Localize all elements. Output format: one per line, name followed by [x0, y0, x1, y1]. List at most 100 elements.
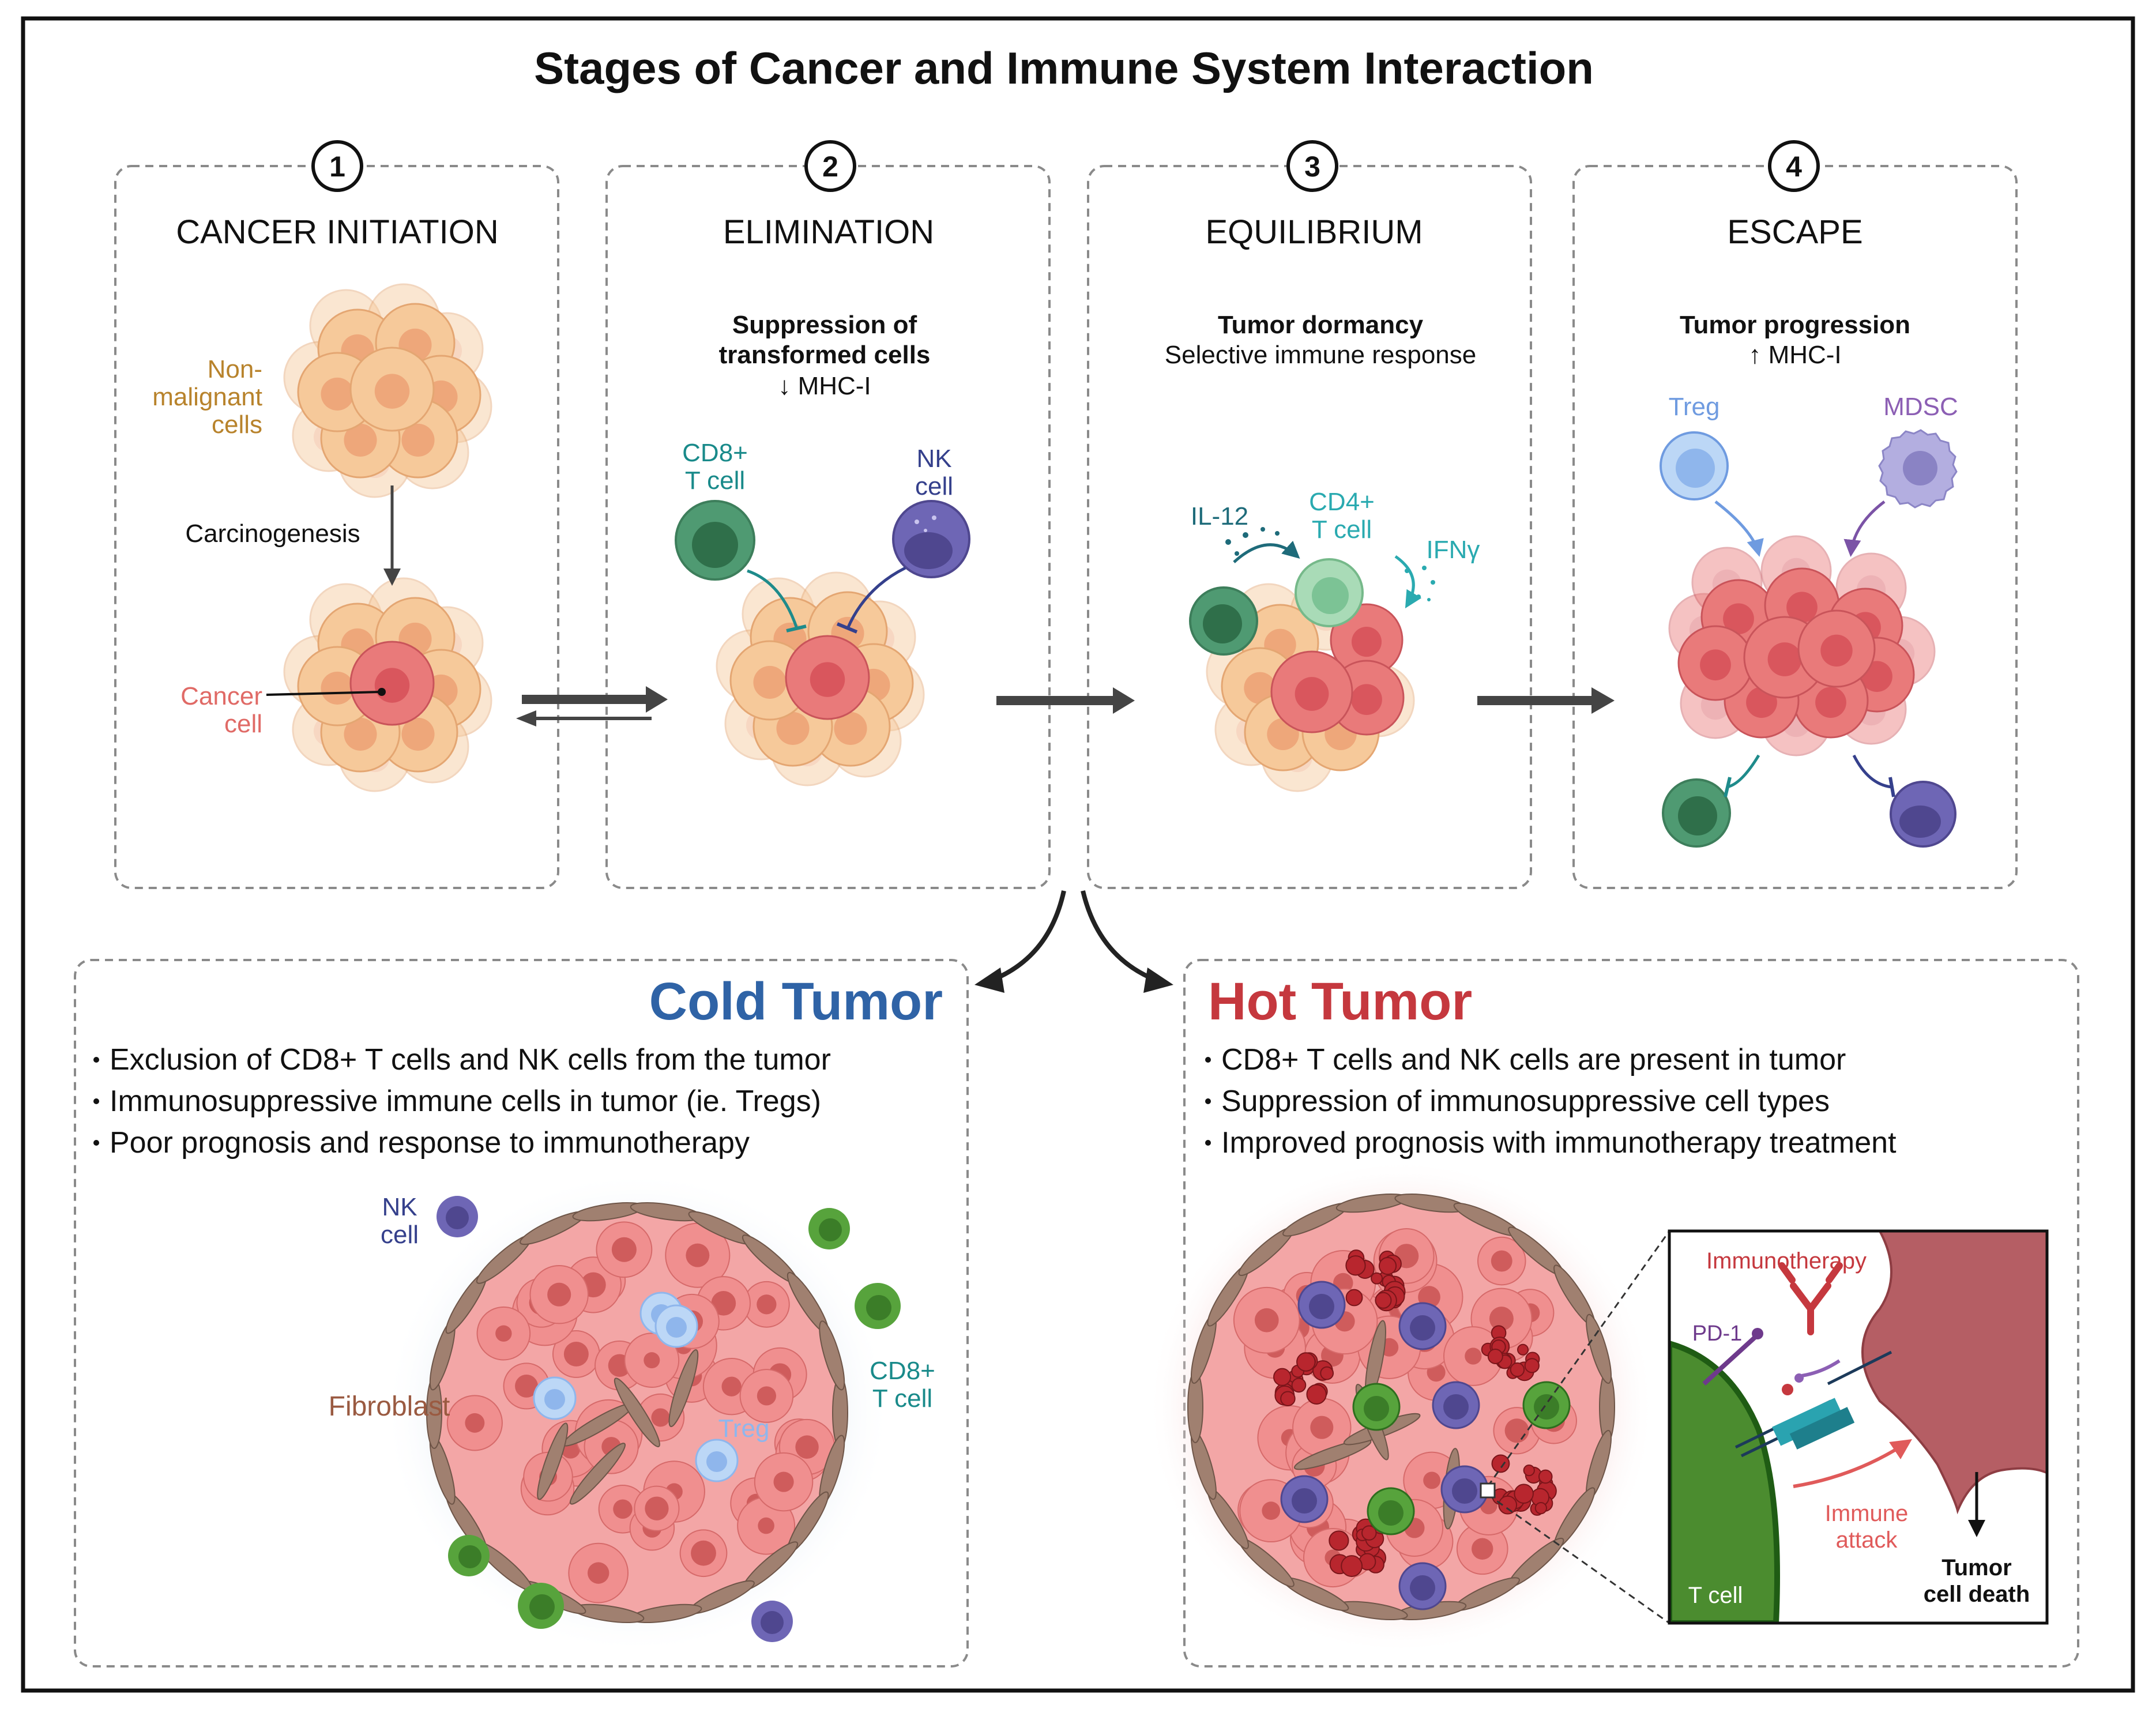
cold-outside-cells	[437, 1196, 901, 1642]
cold-treg-label: Treg	[718, 1414, 770, 1443]
stage1-tumor-cluster	[283, 577, 492, 792]
stage-name-3: EQUILIBRIUM	[1205, 213, 1423, 251]
hot-branch-arrow	[1081, 890, 1157, 983]
nk-inhibition-line	[846, 566, 906, 629]
stage2-nk-label-2: cell	[915, 472, 953, 500]
inset-t-cell	[1669, 1340, 1780, 1623]
treg-arrow	[1714, 500, 1764, 557]
tumor-nucleus	[773, 1471, 794, 1492]
stage4-tumor-cluster	[1668, 535, 1936, 756]
dying-cell-fragment	[1345, 1289, 1363, 1307]
tumor-death-label-1: Tumor	[1941, 1555, 2011, 1580]
stage4-cd8-tcell	[1662, 778, 1731, 848]
zoom-line-top	[1487, 1230, 1670, 1487]
fibroblast-label: Fibroblast	[329, 1391, 450, 1422]
cancer-cell	[1330, 603, 1404, 677]
tumor-nucleus	[645, 1496, 669, 1520]
dying-cell-fragment	[1329, 1530, 1349, 1551]
tumor-nucleus	[758, 1517, 774, 1534]
tumor-nucleus	[1310, 1416, 1334, 1439]
tumor-nucleus	[1491, 1250, 1512, 1272]
carcinogenesis-label: Carcinogenesis	[185, 520, 360, 548]
stage4-nk-cell	[1890, 781, 1956, 848]
fibroblast	[1293, 1439, 1372, 1470]
tumor-nucleus	[1423, 1471, 1441, 1489]
stage-panel-2	[605, 165, 1051, 889]
nonmalignant-label-3: cells	[212, 411, 262, 439]
zoom-box	[1480, 1482, 1496, 1499]
stage1-nonmalignant-cluster	[283, 283, 492, 498]
cold-tregs	[533, 1292, 739, 1482]
tumor-nucleus	[691, 1540, 716, 1566]
dying-cell-fragment	[1498, 1495, 1518, 1515]
tcr-mhc-complex	[1734, 1350, 1892, 1458]
zoom-line-bottom	[1487, 1493, 1670, 1624]
stage-badges: 1 2 3 4	[311, 140, 1820, 192]
dying-cell-fragment	[1538, 1469, 1553, 1484]
stage-name-4: ESCAPE	[1727, 213, 1862, 251]
fibroblast	[1586, 1313, 1612, 1384]
cold-nk-label-1: NK	[382, 1193, 417, 1221]
tumor-nucleus	[611, 1237, 637, 1262]
hot-immune-cells	[1280, 1281, 1571, 1610]
ifng-dots	[1405, 566, 1435, 601]
cancer-cell-label-2: cell	[224, 710, 262, 738]
hot-title: Hot Tumor	[1208, 972, 1472, 1031]
tumor-nucleus	[563, 1341, 589, 1367]
immune-attack-label-1: Immune	[1825, 1501, 1909, 1526]
tumor-nucleus	[757, 1386, 777, 1406]
pd1-label: PD-1	[1692, 1322, 1743, 1346]
cold-bullet-dots	[93, 1057, 99, 1146]
nonmalignant-label-2: malignant	[152, 383, 262, 411]
cold-bullet-1: Exclusion of CD8+ T cells and NK cells f…	[110, 1043, 831, 1076]
stage-badge-3: 3	[1286, 140, 1338, 192]
tumor-nucleus	[1262, 1501, 1281, 1520]
hot-bullet-3: Improved prognosis with immunotherapy tr…	[1221, 1126, 1897, 1160]
tumor-nucleus	[465, 1413, 485, 1433]
dying-cell-fragment	[1296, 1352, 1316, 1372]
stage2-subtitle: ↓ MHC-I	[778, 372, 871, 400]
cancer-cell-pointer	[266, 691, 381, 696]
stage-badge-2: 2	[804, 140, 856, 192]
cd4-label-1: CD4+	[1309, 488, 1375, 516]
dying-cell-fragment	[1306, 1384, 1327, 1405]
cd8-tcell	[1352, 1383, 1401, 1431]
dying-cell-fragment	[1291, 1377, 1307, 1393]
stage2-subtitle-bold-2: transformed cells	[719, 341, 931, 369]
stage-panel-1	[114, 165, 559, 889]
cold-cd8-label-2: T cell	[872, 1384, 932, 1413]
dying-cell-fragment	[1320, 1366, 1334, 1380]
dying-cell-fragment	[1345, 1255, 1366, 1276]
cancer-cell	[1677, 625, 1754, 701]
inset-tumor-cell	[1861, 1231, 2047, 1515]
stage2-subtitle-bold-1: Suppression of	[732, 311, 917, 339]
cancer-cell	[349, 641, 435, 726]
tumor-nucleus	[651, 1408, 670, 1427]
dying-cell-fragment	[1523, 1464, 1535, 1477]
cd8-inhibition-line	[747, 569, 799, 629]
cold-cd8-label-1: CD8+	[870, 1357, 935, 1385]
stage3-cd4-tcell	[1295, 558, 1364, 627]
figure-title: Stages of Cancer and Immune System Inter…	[534, 43, 1594, 93]
stage-number-2: 2	[822, 150, 838, 183]
fibroblast	[537, 1422, 569, 1500]
il12-arrow	[1233, 540, 1300, 563]
stage2-nk-cell	[892, 500, 970, 578]
stage-name-2: ELIMINATION	[723, 213, 934, 251]
stage2-cd8-label-2: T cell	[685, 466, 745, 495]
immunotherapy-inset: Immunotherapy PD-1 Immune attack T cell …	[1668, 1229, 2049, 1625]
stage2-nk-label-1: NK	[916, 445, 951, 473]
dying-cell-fragment	[1487, 1349, 1503, 1365]
dying-cell-fragment	[1378, 1256, 1397, 1275]
stage2-cd8-tcell	[675, 500, 755, 581]
tumor-nucleus	[686, 1243, 710, 1267]
dying-cell-fragment	[1375, 1292, 1392, 1309]
stage3-subtitle: Selective immune response	[1165, 341, 1476, 369]
stage3-subtitle-bold: Tumor dormancy	[1218, 311, 1424, 339]
dying-cell-fragment	[1510, 1362, 1525, 1377]
nonmalignant-label-1: Non-	[208, 355, 262, 383]
fibroblast	[819, 1320, 845, 1391]
cold-tumor-mass	[426, 1202, 848, 1624]
cold-bullet-3: Poor prognosis and response to immunothe…	[110, 1126, 750, 1160]
